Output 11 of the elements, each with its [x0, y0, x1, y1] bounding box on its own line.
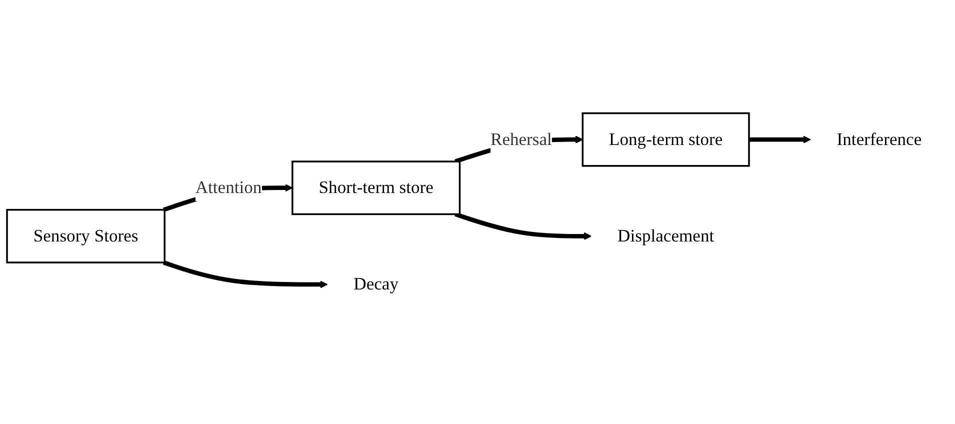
node-box: Long-term store — [582, 112, 750, 167]
node-text: Displacement — [618, 226, 714, 246]
edge-label: Attention — [195, 178, 262, 198]
edge-label: Rehersal — [490, 130, 552, 150]
node-text: Decay — [354, 274, 399, 294]
node-text: Interference — [836, 130, 922, 150]
node-box: Sensory Stores — [6, 208, 166, 264]
arrow — [749, 136, 811, 144]
arrow — [162, 260, 328, 288]
node-box: Short-term store — [292, 160, 461, 216]
arrow — [454, 212, 592, 240]
